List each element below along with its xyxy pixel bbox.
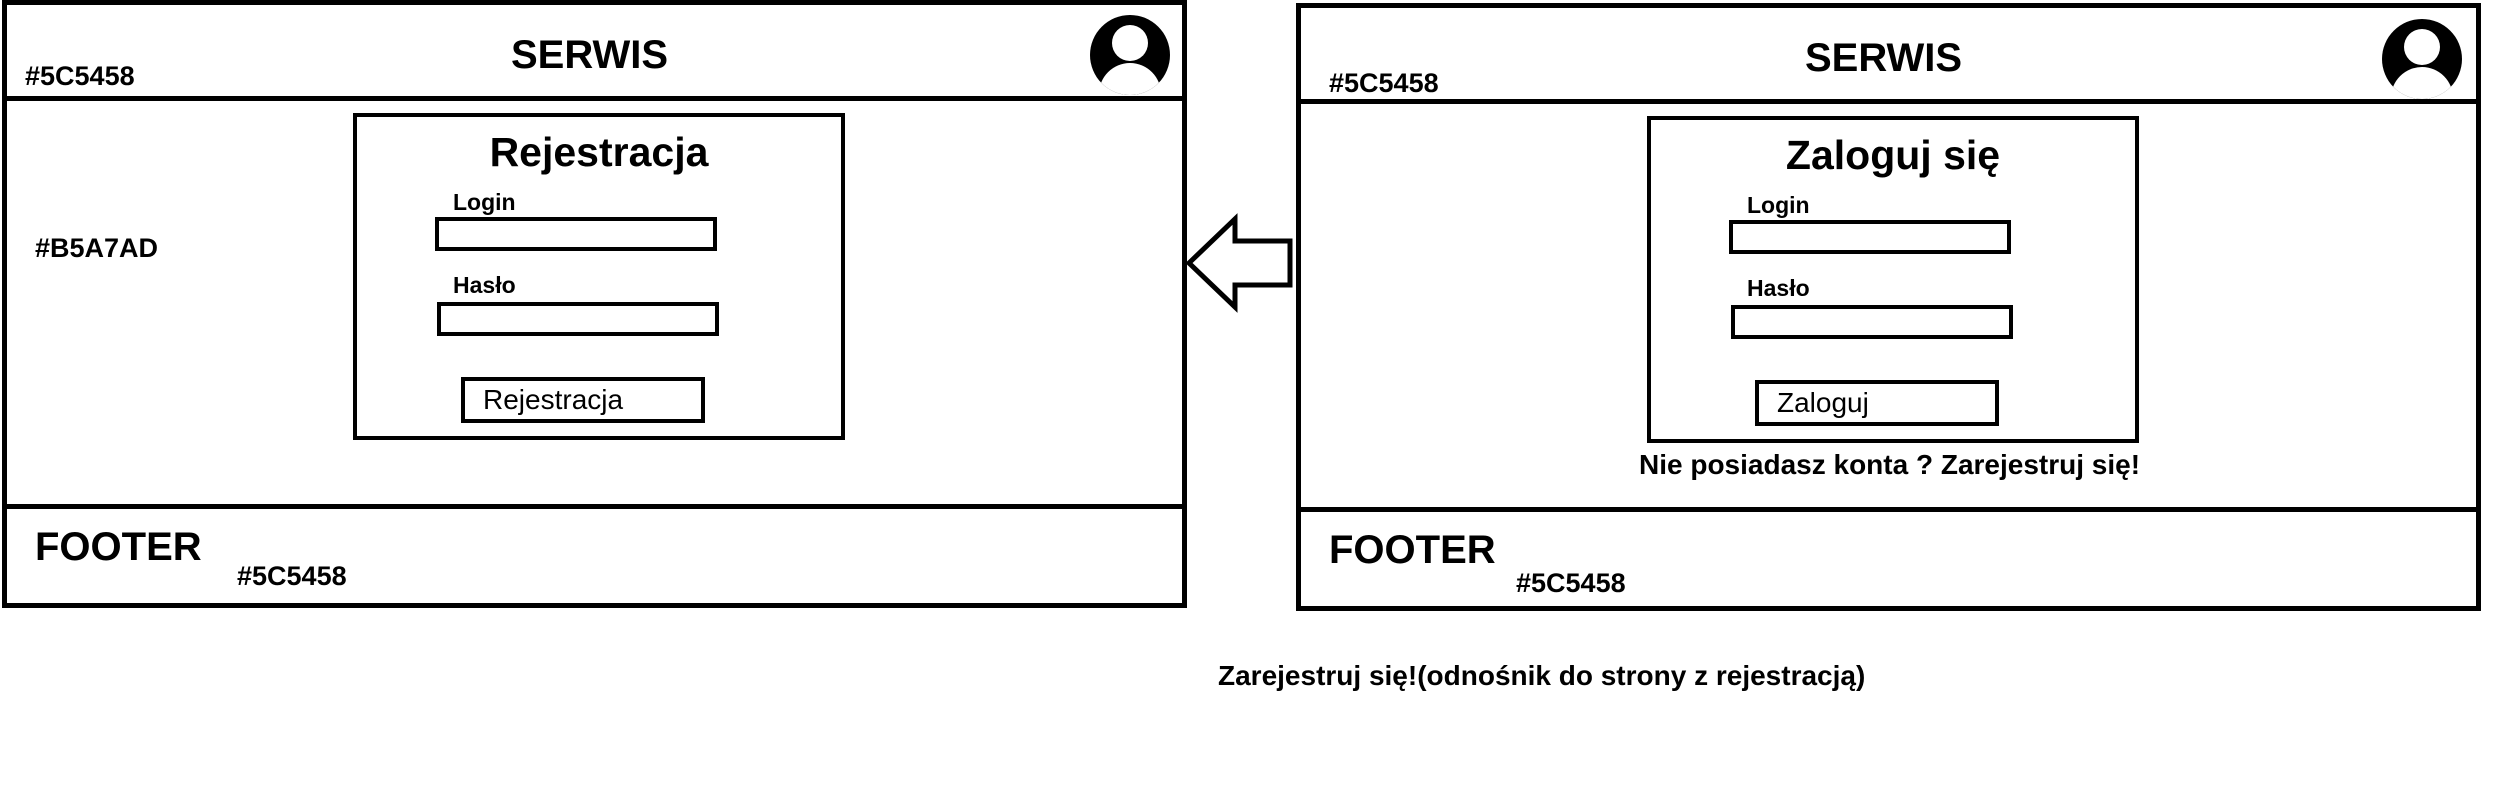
site-title: SERWIS xyxy=(1805,36,1963,80)
password-label: Hasło xyxy=(453,272,516,298)
body-color-label: #B5A7AD xyxy=(35,233,159,263)
form-title: Rejestracja xyxy=(489,129,709,175)
register-link-annotation: Zarejestruj się!(odnośnik do strony z re… xyxy=(1218,660,1866,691)
user-avatar-icon[interactable] xyxy=(1090,15,1170,95)
login-button[interactable]: Zaloguj xyxy=(1755,380,1999,426)
register-button[interactable]: Rejestracja xyxy=(461,377,705,423)
header: #5C5458 SERWIS xyxy=(7,5,1182,101)
form-title: Zaloguj się xyxy=(1785,132,2001,178)
header-color-label: #5C5458 xyxy=(1329,68,1439,98)
login-page-mockup: #5C5458 SERWIS Zaloguj się Login Hasło Z… xyxy=(1296,3,2481,611)
login-label: Login xyxy=(453,189,516,215)
footer-color-label: #5C5458 xyxy=(237,561,347,591)
password-input[interactable] xyxy=(437,302,719,336)
register-link[interactable]: Nie posiadasz konta ? Zarejestruj się! xyxy=(1639,449,2141,480)
footer-color-label: #5C5458 xyxy=(1516,568,1626,598)
site-title: SERWIS xyxy=(511,33,669,77)
footer-text: FOOTER xyxy=(1329,528,1496,572)
registration-page-mockup: #5C5458 SERWIS #B5A7AD Rejestracja Login… xyxy=(2,0,1187,608)
login-input[interactable] xyxy=(435,217,717,251)
header: #5C5458 SERWIS xyxy=(1301,8,2476,104)
footer: FOOTER #5C5458 xyxy=(7,504,1182,603)
login-form: Zaloguj się Login Hasło Zaloguj xyxy=(1647,116,2139,443)
password-input[interactable] xyxy=(1731,305,2013,339)
header-color-label: #5C5458 xyxy=(25,61,135,91)
footer-text: FOOTER xyxy=(35,525,202,569)
registration-form: Rejestracja Login Hasło Rejestracja xyxy=(353,113,845,440)
login-input[interactable] xyxy=(1729,220,2011,254)
footer: FOOTER #5C5458 xyxy=(1301,507,2476,606)
password-label: Hasło xyxy=(1747,275,1810,301)
login-label: Login xyxy=(1747,192,1810,218)
user-avatar-icon[interactable] xyxy=(2382,19,2462,99)
arrow-left-icon xyxy=(1185,213,1293,313)
